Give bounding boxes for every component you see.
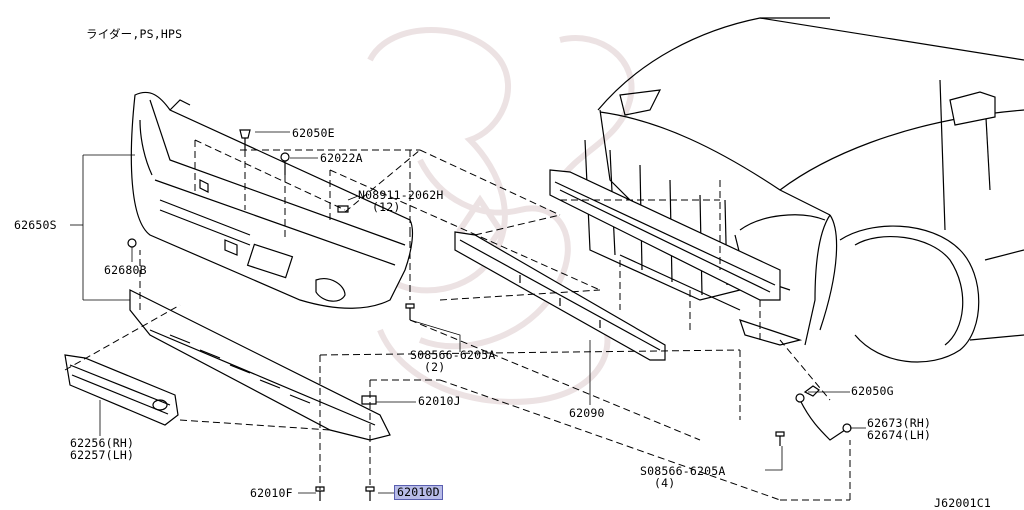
quantity-08566-6205a-bottom: (4) xyxy=(654,476,676,490)
part-label-08911-2062h[interactable]: N08911-2062H (12) xyxy=(358,189,443,213)
diagram-code: J62001C1 xyxy=(934,496,991,510)
part-label-62010d-highlighted[interactable]: 62010D xyxy=(394,485,443,500)
part-number-62256: 62256(RH) xyxy=(70,436,135,450)
leader-lines xyxy=(70,131,866,494)
part-label-62673-62674[interactable]: 62673(RH) 62674(LH) xyxy=(867,417,931,441)
part-label-08566-6205a-bottom[interactable]: S08566-6205A (4) xyxy=(640,465,725,489)
assembly-lines xyxy=(64,139,851,501)
part-label-62022a[interactable]: 62022A xyxy=(320,151,363,165)
part-label-08566-6205a-top[interactable]: S08566-6205A (2) xyxy=(410,349,495,373)
part-label-62010j[interactable]: 62010J xyxy=(418,394,461,408)
quantity-08566-6205a-top: (2) xyxy=(424,360,446,374)
part-label-62256-62257[interactable]: 62256(RH) 62257(LH) xyxy=(70,437,134,461)
quantity-08911-2062h: (12) xyxy=(372,200,401,214)
part-number-08911-2062h: N08911-2062H xyxy=(358,188,444,202)
part-number-08566-6205a-bottom: S08566-6205A xyxy=(640,464,726,478)
part-number-62674: 62674(LH) xyxy=(867,428,932,442)
part-label-62650s[interactable]: 62650S xyxy=(14,218,57,232)
part-number-62257: 62257(LH) xyxy=(70,448,135,462)
part-label-62010f[interactable]: 62010F xyxy=(250,486,293,500)
fog-grille xyxy=(64,354,179,426)
harness-wire xyxy=(795,385,852,441)
bumper-fascia xyxy=(130,91,414,309)
part-label-62050g[interactable]: 62050G xyxy=(851,384,894,398)
part-number-08566-6205a-top: S08566-6205A xyxy=(410,348,496,362)
header-note: ライダー,PS,HPS xyxy=(86,27,183,41)
part-label-62050e[interactable]: 62050E xyxy=(292,126,335,140)
watermark-emblem xyxy=(367,27,635,405)
part-label-62680b[interactable]: 62680B xyxy=(104,263,147,277)
part-label-62090[interactable]: 62090 xyxy=(569,406,605,420)
fasteners xyxy=(127,129,785,501)
part-number-62673: 62673(RH) xyxy=(867,416,932,430)
vehicle-body xyxy=(549,17,1024,363)
